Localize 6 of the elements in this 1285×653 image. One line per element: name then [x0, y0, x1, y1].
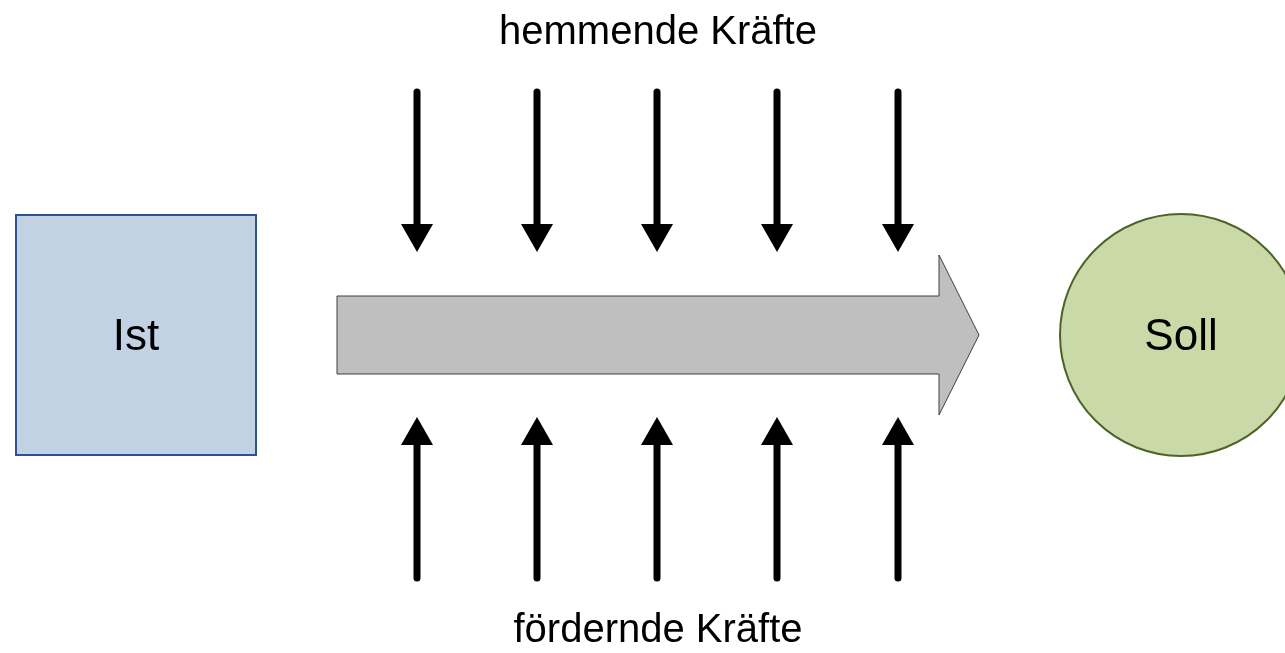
block-arrow	[336, 254, 980, 416]
heading-label: hemmende Kräfte	[499, 8, 817, 53]
status-box	[15, 214, 257, 456]
node-label: Soll	[1144, 310, 1218, 360]
heading-label: fördernde Kräfte	[513, 606, 803, 651]
node-label: Ist	[112, 310, 160, 360]
